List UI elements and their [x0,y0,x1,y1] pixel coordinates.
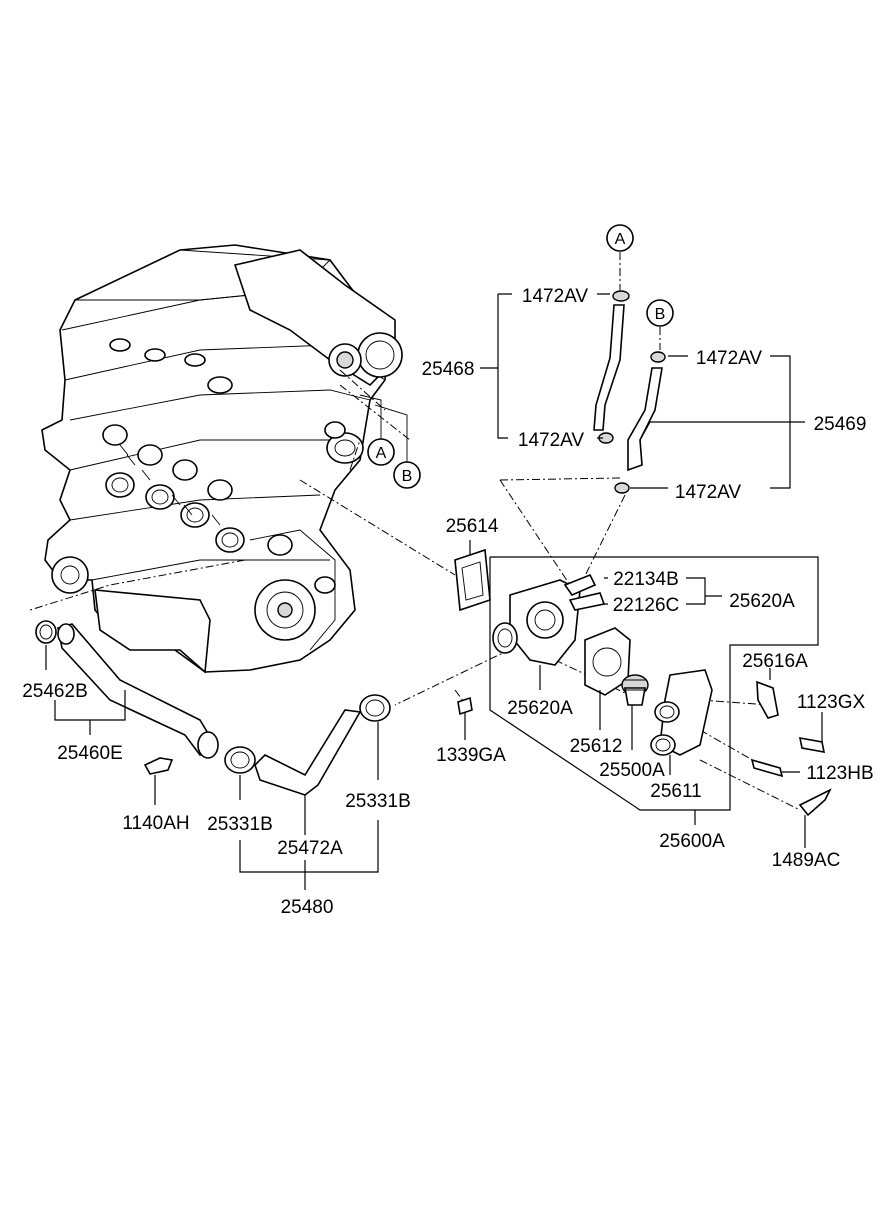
callout-b-engine: B [393,461,421,489]
bolt-1140ah [143,757,174,775]
label-25611: 25611 [650,781,701,802]
callout-a-text: A [615,231,626,248]
label-1489ac: 1489AC [772,850,841,871]
label-25614: 25614 [446,516,499,537]
label-1123hb: 1123HB [806,763,873,784]
nut-1339ga [457,696,473,716]
thermostat-housing-25611 [650,669,713,756]
label-25600a: 25600A [659,831,725,852]
thermostat-25500a [621,674,649,706]
label-1339ga: 1339GA [436,745,506,766]
label-1123gx: 1123GX [797,692,866,713]
hose-25468 [593,290,630,444]
label-22126c: 22126C [613,595,680,616]
clip-1489ac [798,788,832,817]
bolt-1123gx [798,737,826,753]
label-1472av-a: 1472AV [522,286,589,307]
label-25616a: 25616A [742,651,808,672]
engine-block-illustration [41,244,403,674]
label-25612: 25612 [570,736,623,757]
callout-a-engine: A [367,438,395,466]
label-1140ah: 1140AH [122,813,189,834]
hose-25469 [614,351,666,494]
clamp-25331b-left [224,746,256,774]
label-25331b-right: 25331B [345,791,411,812]
label-25462b: 25462B [22,681,88,702]
label-22134b: 22134B [613,569,679,590]
label-25331b-left: 25331B [207,814,273,835]
gasket-25612 [584,627,631,696]
bolt-1123hb [750,758,784,778]
bracket-25616a [756,680,779,719]
label-25460e: 25460E [57,743,123,764]
label-25480: 25480 [281,897,334,918]
label-25620a-lower: 25620A [507,698,573,719]
pipe-25460e [57,623,219,759]
label-1472av-d: 1472AV [675,482,742,503]
hose-25472a [254,709,362,796]
water-outlet-fitting-25620a [492,573,606,666]
label-1472av-b: 1472AV [696,348,763,369]
label-25469: 25469 [814,414,867,435]
callout-b-engine-text: B [402,468,413,485]
callout-b-text: B [655,306,666,323]
callout-b-top: B [646,299,674,327]
label-25468: 25468 [422,359,475,380]
gasket-25614 [454,548,491,612]
label-25620a-right: 25620A [729,591,795,612]
o-ring-25462b [35,620,57,644]
callout-a-engine-text: A [376,445,387,462]
label-25472a: 25472A [277,838,343,859]
label-1472av-c: 1472AV [518,430,585,451]
clamp-25331b-right [359,694,391,722]
label-25500a: 25500A [599,760,665,781]
callout-a-top: A [606,224,634,252]
